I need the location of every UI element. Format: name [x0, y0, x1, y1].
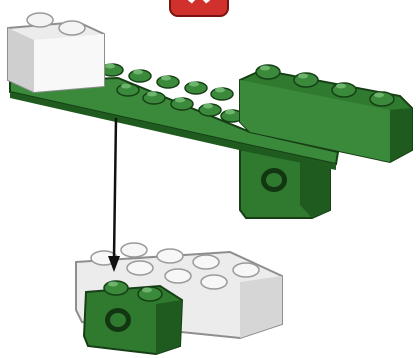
down-arrow-icon — [108, 118, 120, 272]
green-technic-brick-small — [84, 281, 182, 354]
step-badge-icon — [170, 0, 228, 16]
white-brick-2x1 — [8, 13, 104, 92]
